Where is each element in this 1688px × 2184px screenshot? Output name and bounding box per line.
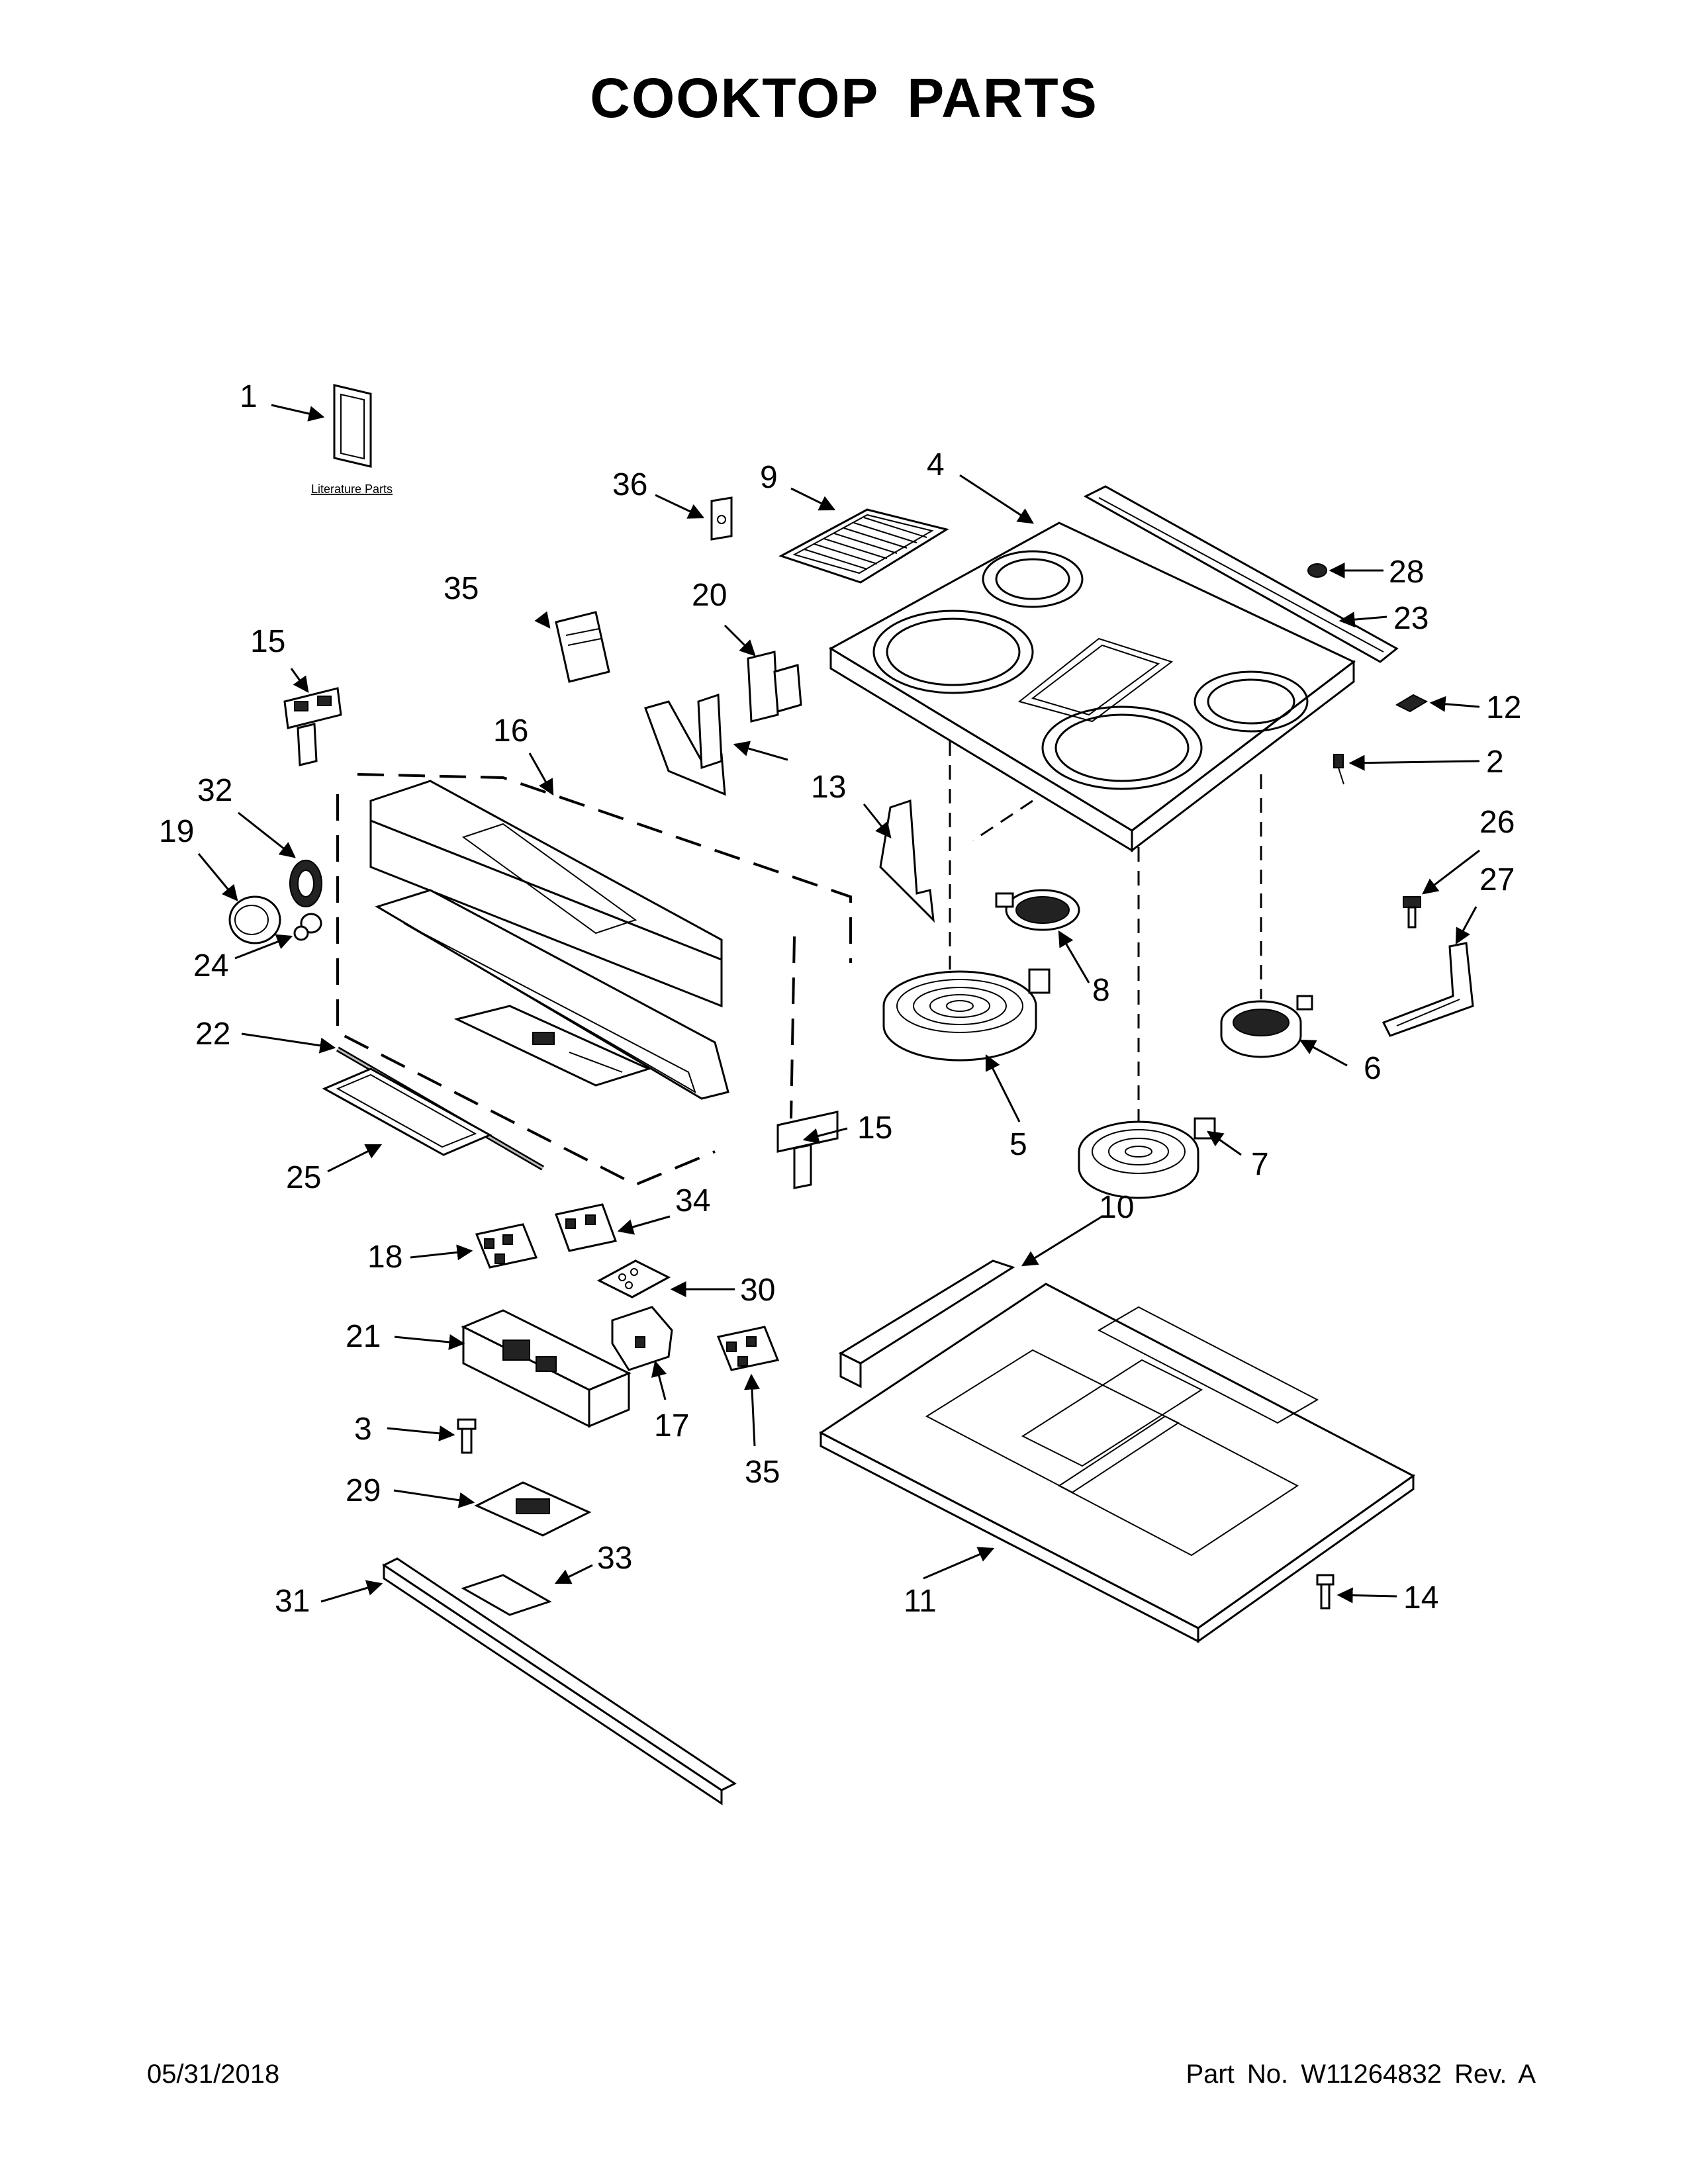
part-33-clip (461, 1574, 552, 1616)
part-29-bracket (474, 1481, 592, 1537)
callout-16: 16 (493, 713, 528, 749)
callout-35-top: 35 (444, 571, 479, 606)
part-32-encoder-ring (289, 860, 322, 907)
callout-36: 36 (612, 467, 647, 502)
part-23-rear-trim (1083, 485, 1399, 663)
callout-numbers: 1 36 9 4 28 23 35 20 15 12 16 2 13 32 26… (159, 379, 1521, 1619)
callout-6: 6 (1364, 1051, 1382, 1086)
callout-7: 7 (1251, 1147, 1269, 1182)
callout-17: 17 (654, 1408, 689, 1443)
callout-1: 1 (240, 379, 258, 414)
part-3-screw (457, 1418, 477, 1454)
callout-9: 9 (760, 460, 778, 495)
part-25-filter-frame (322, 1068, 492, 1156)
callout-35-bottom: 35 (745, 1455, 780, 1490)
callout-5: 5 (1009, 1127, 1027, 1162)
part-12-clip (1395, 694, 1429, 713)
callout-10: 10 (1099, 1190, 1134, 1225)
callout-15-top: 15 (250, 624, 285, 659)
part-34-relay (555, 1203, 617, 1252)
footer-part-number: Part No. W11264832 Rev. A (1186, 2060, 1536, 2089)
callout-4: 4 (927, 447, 945, 482)
part-7-element-medium (1078, 1117, 1216, 1199)
callout-32: 32 (197, 773, 232, 808)
callout-13: 13 (811, 770, 846, 805)
part-18-relay (475, 1223, 538, 1269)
callout-14: 14 (1403, 1580, 1438, 1615)
callout-20: 20 (692, 578, 727, 613)
part-20-bracket (747, 651, 802, 723)
callout-21: 21 (346, 1319, 381, 1354)
callout-27: 27 (1479, 862, 1515, 897)
callout-29: 29 (346, 1473, 381, 1508)
callout-33: 33 (597, 1541, 632, 1576)
callout-25: 25 (286, 1160, 321, 1195)
callout-12: 12 (1486, 690, 1521, 725)
part-17-module (611, 1306, 673, 1371)
literature-parts-icon (333, 384, 372, 468)
callout-2: 2 (1486, 745, 1504, 780)
part-31-strip (382, 1557, 737, 1805)
part-36-clip (710, 496, 733, 541)
callout-34: 34 (675, 1183, 710, 1218)
callout-3: 3 (354, 1412, 372, 1447)
part-28-plug (1307, 563, 1327, 578)
part-4-cooktop-glass (829, 522, 1356, 853)
part-15-bracket-right (776, 1111, 839, 1189)
part-35-relay-bottom (716, 1326, 780, 1371)
callout-23: 23 (1393, 601, 1429, 636)
part-16-control-panel (369, 780, 729, 1100)
callout-22: 22 (195, 1017, 230, 1052)
leader-lines (197, 404, 1480, 1604)
part-26-screw (1403, 896, 1421, 929)
callout-18: 18 (367, 1240, 402, 1275)
part-8-element-small (995, 889, 1080, 931)
part-21-control-board (461, 1309, 632, 1428)
part-9-vent-grille (778, 508, 949, 584)
element-alignment-lines (949, 741, 1262, 1122)
part-35-plate-top (555, 611, 610, 683)
callout-28: 28 (1389, 555, 1424, 590)
callout-31: 31 (275, 1584, 310, 1619)
part-10-rear-bracket (838, 1259, 1015, 1388)
page-title: COOKTOP PARTS (590, 67, 1098, 129)
part-14-screw (1316, 1574, 1335, 1610)
part-13-bracket-right (879, 799, 935, 923)
callout-30: 30 (740, 1273, 775, 1308)
part-19-knob (228, 895, 281, 944)
part-15-bracket-top (283, 687, 342, 766)
part-11-base-pan (819, 1283, 1415, 1643)
callout-11: 11 (904, 1584, 937, 1619)
literature-parts-label: Literature Parts (311, 482, 393, 496)
control-panel-dashed-outline (336, 773, 852, 1187)
callout-19: 19 (159, 814, 194, 849)
callout-8: 8 (1092, 973, 1110, 1008)
control-display-board (453, 1005, 652, 1087)
callout-15-right: 15 (857, 1111, 892, 1146)
footer-date: 05/31/2018 (147, 2060, 280, 2089)
part-13-bracket-left (644, 693, 726, 796)
callout-24: 24 (193, 948, 228, 983)
part-30-pad (596, 1259, 671, 1298)
part-2-sensor (1333, 754, 1344, 785)
part-27-bracket (1382, 942, 1474, 1037)
part-6-element-small (1220, 995, 1313, 1058)
part-5-element-large (882, 968, 1051, 1062)
part-24-shaft (293, 913, 322, 941)
callout-26: 26 (1479, 805, 1515, 840)
